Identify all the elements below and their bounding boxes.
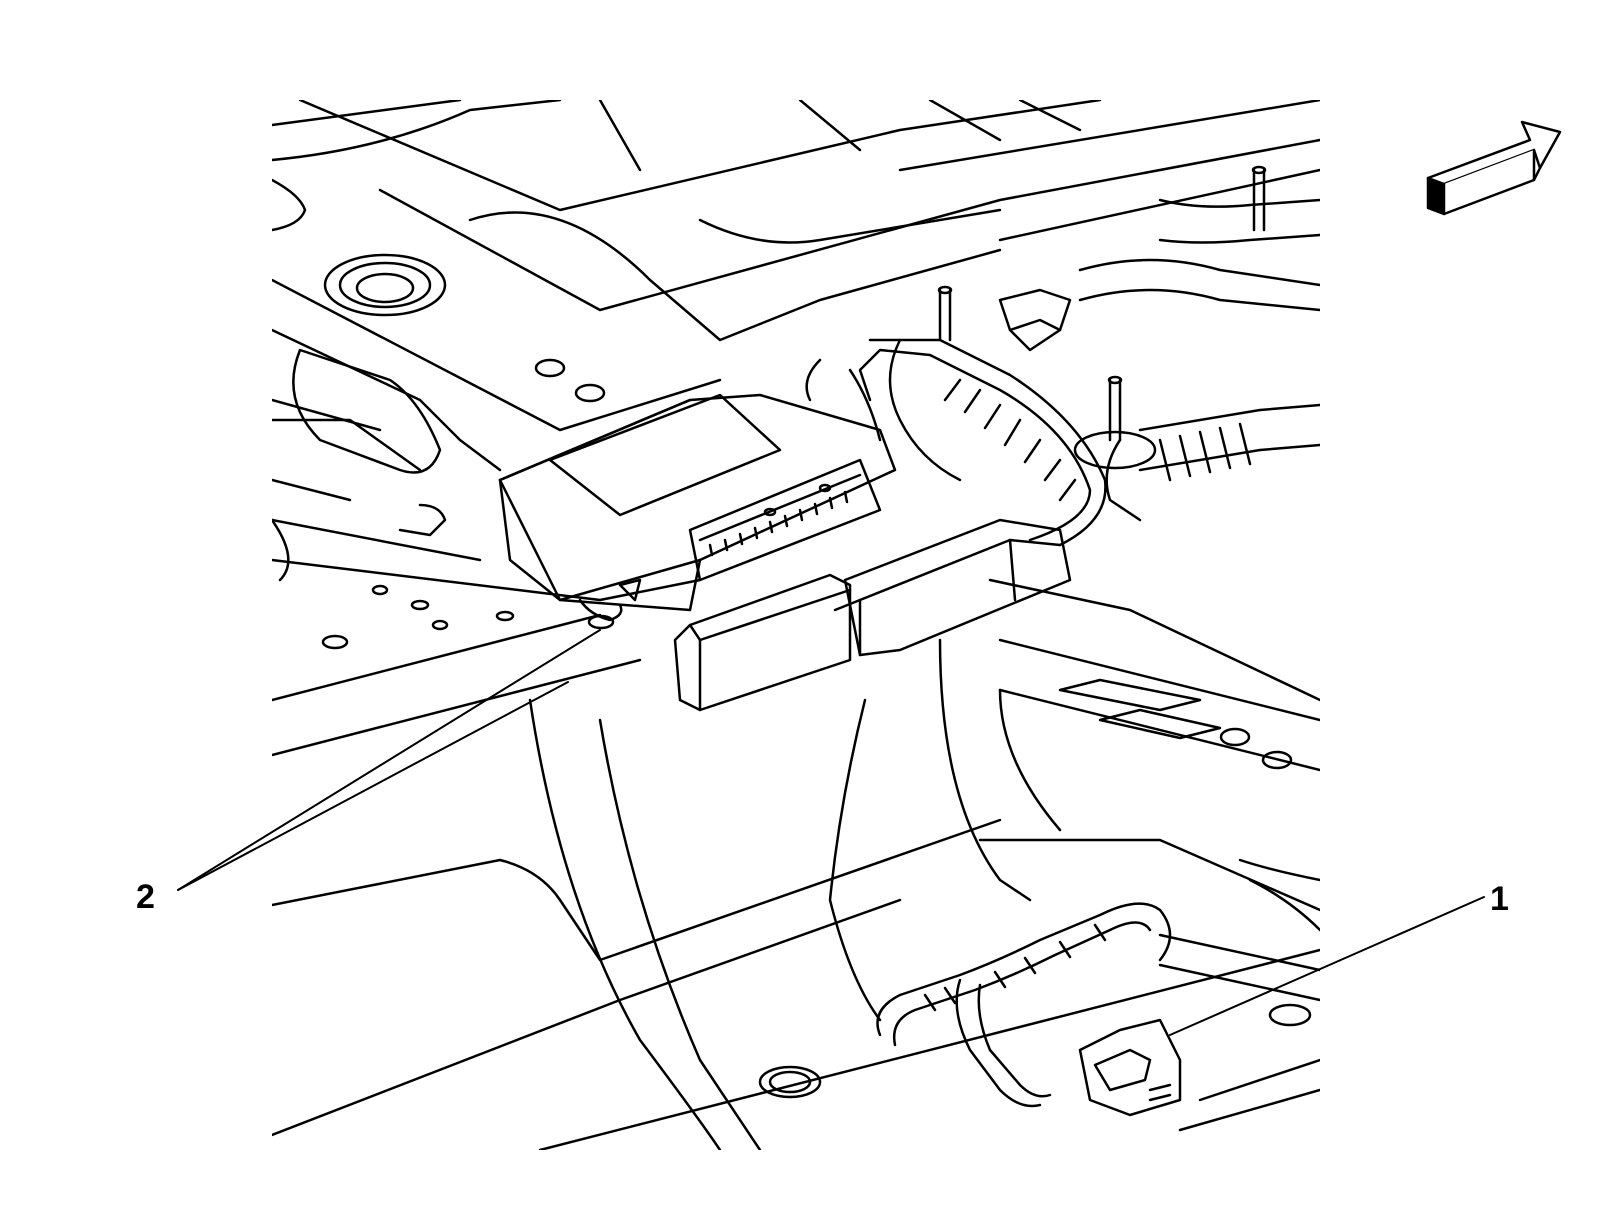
left-cross-member bbox=[272, 348, 702, 602]
leader-1 bbox=[1169, 896, 1485, 1036]
callout-leaders bbox=[177, 629, 1485, 1036]
lower-harness-connector bbox=[876, 902, 1320, 1117]
callout-label-1: 1 bbox=[1490, 880, 1509, 918]
floor-panel-lines bbox=[272, 100, 1320, 562]
leader-2a bbox=[177, 629, 601, 891]
module-harness bbox=[805, 338, 1107, 547]
forward-arrow-icon bbox=[1426, 120, 1562, 216]
leader-2b bbox=[177, 681, 569, 891]
upper-wiring-harness bbox=[998, 198, 1320, 522]
floor-slots bbox=[1058, 678, 1320, 1132]
floor-grommets bbox=[272, 178, 822, 1099]
mounting-studs bbox=[937, 165, 1267, 470]
control-module bbox=[498, 393, 897, 630]
floor-rails bbox=[272, 578, 1320, 1150]
callout-label-2: 2 bbox=[136, 878, 155, 916]
module-connectors bbox=[673, 518, 1072, 712]
